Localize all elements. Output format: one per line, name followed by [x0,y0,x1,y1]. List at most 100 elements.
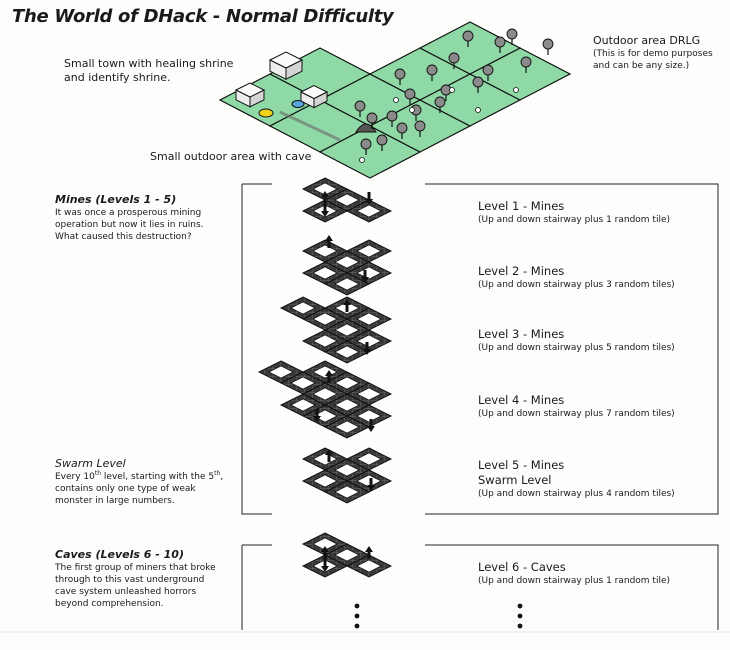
tree [404,88,416,105]
house-building [299,84,329,109]
building-roof [234,82,266,98]
stairs-down-arrow [363,342,371,355]
tree-canopy [494,36,506,48]
level-3-label: Level 3 - Mines (Up and down stairway pl… [478,327,675,354]
caves-desc-line: through to this vast underground [55,575,205,585]
swarm-text: level, starting with the 5 [101,472,215,482]
mines-heading: Mines (Levels 1 - 5) [55,193,177,206]
stairs-up-arrow [343,299,351,312]
caves-desc-line: The first group of miners that broke [55,563,216,573]
stairs-down-arrow [367,419,375,432]
tree-canopy [394,68,406,80]
tree [360,138,372,155]
tree-canopy [434,96,446,108]
swarm-desc-line: contains only one type of weak [55,484,196,494]
tile-floor [290,376,316,390]
caves-desc-line: beyond comprehension. [55,599,164,609]
tree [434,96,446,113]
tree-canopy [354,100,366,112]
tile-floor [268,365,294,379]
swarm-desc-line: monster in large numbers. [55,496,175,506]
stairs-down-arrow [321,559,329,572]
stairs-up-arrow [365,546,373,559]
stairs-up-arrow [325,235,333,248]
building-roof [299,84,329,100]
tree [494,36,506,53]
level-5-label: Level 5 - Mines Swarm Level (Up and down… [478,458,675,500]
mines-desc-line: It was once a prosperous mining [55,208,202,218]
stairs-up-arrow [321,191,329,204]
stairs-down-arrow [365,192,373,205]
rock [409,107,415,113]
tree [440,84,452,101]
tile-floor [356,452,382,466]
path-road [279,110,341,142]
level-5-tile [323,480,371,504]
level-4-label: Level 4 - Mines (Up and down stairway pl… [478,393,675,420]
continuation-dots [354,603,523,629]
outdoor-note: Outdoor area DRLG (This is for demo purp… [593,34,713,72]
tile-floor [290,398,316,412]
tree [472,76,484,93]
level-desc: (Up and down stairway plus 4 random tile… [478,489,675,499]
tile-floor [312,387,338,401]
mines-section-text: Mines (Levels 1 - 5) It was once a prosp… [55,193,240,243]
rock [513,87,519,93]
tree [482,64,494,81]
tile-floor [356,266,382,280]
swarm-heading: Swarm Level [55,457,126,470]
stairs-down-arrow [313,409,321,422]
tile-floor [334,548,360,562]
swarm-text: Every 10 [55,472,95,482]
caves-desc-line: cave system unleashed horrors [55,587,197,597]
tree [386,110,398,127]
tile-floor [356,409,382,423]
tile-floor [334,485,360,499]
tree [506,28,518,45]
town-note: Small town with healing shrine and ident… [64,57,233,85]
tree [396,122,408,139]
continuation-dot [354,613,360,619]
tree-canopy [482,64,494,76]
level-name: Level 1 - Mines [478,199,565,213]
town-note-line: Small town with healing shrine [64,57,234,70]
building-roof [268,51,304,69]
house-building [268,51,304,81]
tile-floor [356,204,382,218]
tree-canopy [520,56,532,68]
mines-desc-line: What caused this destruction? [55,232,192,242]
tree [426,64,438,81]
tile-floor [312,244,338,258]
tile-floor [334,463,360,477]
caves-heading: Caves (Levels 6 - 10) [55,548,184,561]
page-title: The World of DHack - Normal Difficulty [12,6,394,27]
tree-canopy [404,88,416,100]
identify-shrine [258,108,274,118]
level-3-tile [323,340,371,364]
tile-floor [334,323,360,337]
stairs-down-arrow [367,478,375,491]
tree [376,134,388,151]
tree [394,68,406,85]
rock [475,107,481,113]
level-name: Level 6 - Caves [478,560,566,574]
mines-section-frame [241,183,719,515]
tree [542,38,554,55]
tile-floor [334,398,360,412]
level-2-label: Level 2 - Mines (Up and down stairway pl… [478,264,675,291]
level-desc: (Up and down stairway plus 1 random tile… [478,215,671,225]
tile-floor [334,420,360,434]
level-desc: (Up and down stairway plus 5 random tile… [478,343,675,353]
tile-floor [334,345,360,359]
tree-canopy [472,76,484,88]
cave-note: Small outdoor area with cave [150,150,312,163]
swarm-sup: th [94,470,102,477]
level-name: Level 4 - Mines [478,393,565,407]
continuation-dot [517,623,523,629]
tile-floor [356,334,382,348]
continuation-dot [517,613,523,619]
tile-floor [334,193,360,207]
rock [449,87,455,93]
level-3-tile [279,296,327,320]
